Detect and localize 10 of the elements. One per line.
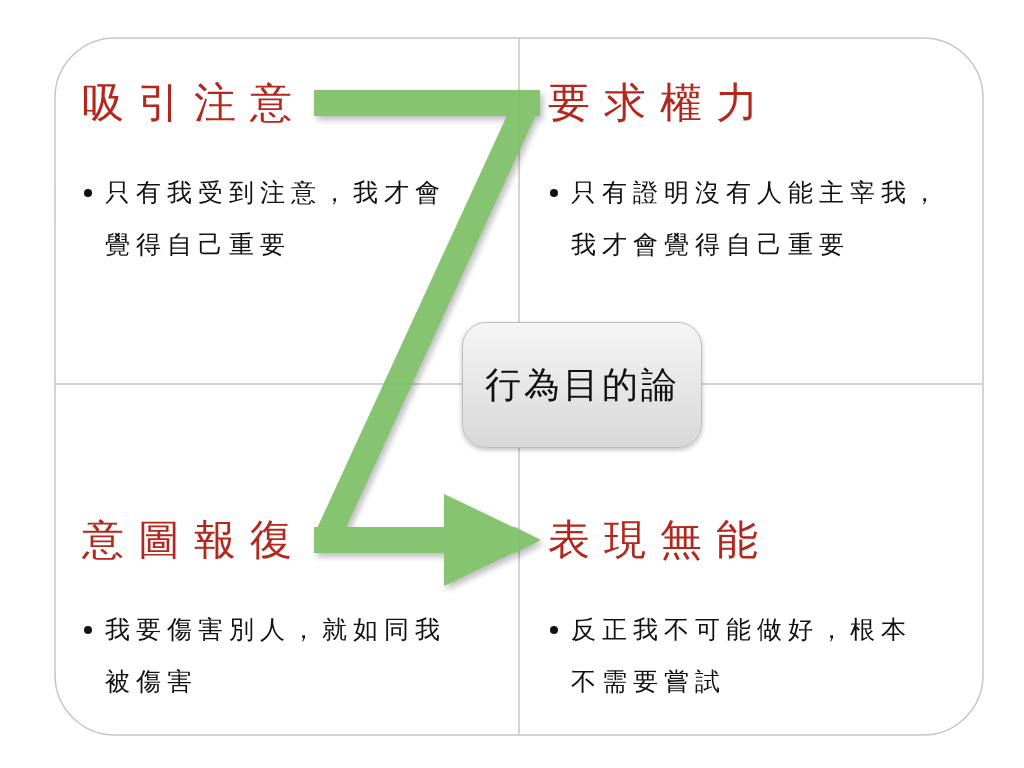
bullet-text: 只有證明沒有人能主宰我，我才會覺得自己重要 — [571, 177, 944, 261]
quadrant-heading: 意圖報復 — [82, 515, 306, 565]
quadrant-heading: 吸引注意 — [82, 78, 306, 128]
quadrant-heading: 表現無能 — [548, 515, 772, 565]
concept-title: 行為目的論 — [484, 363, 680, 407]
concept-box — [462, 322, 702, 448]
quadrant-heading: 要求權力 — [548, 78, 772, 128]
bullet-text: 反正我不可能做好，根本不需要嘗試 — [571, 614, 913, 698]
bullet-text: 只有我受到注意，我才會覺得自己重要 — [105, 177, 447, 261]
bullet-text: 我要傷害別人，就如同我被傷害 — [105, 614, 447, 698]
